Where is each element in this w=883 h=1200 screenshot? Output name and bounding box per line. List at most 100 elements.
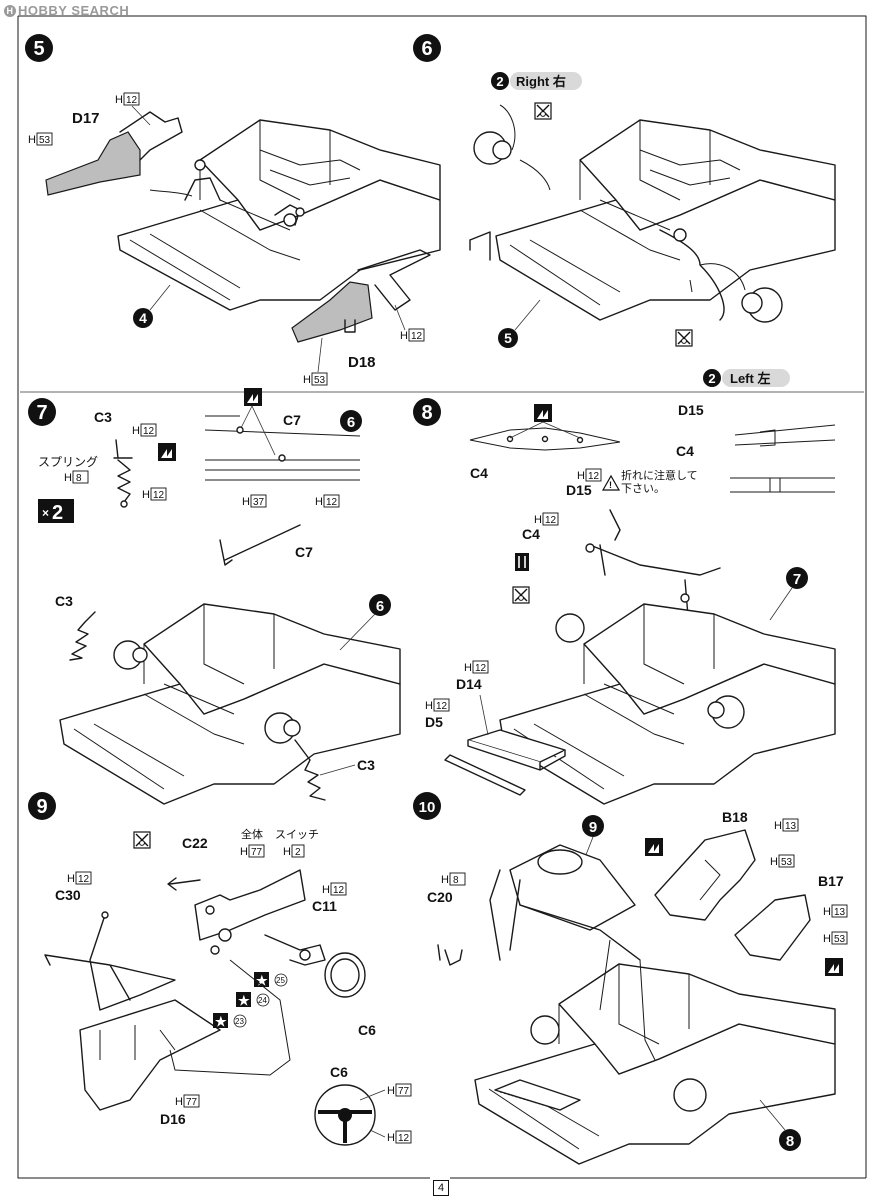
svg-text:13: 13 xyxy=(785,821,797,832)
svg-text:H: H xyxy=(387,1132,395,1144)
label-h12-s8c: H 12 xyxy=(464,660,489,674)
svg-text:12: 12 xyxy=(398,1133,410,1144)
seat-b17 xyxy=(734,894,811,961)
step-9-number: 9 xyxy=(36,796,47,818)
label-h13-b: H 13 xyxy=(823,904,848,918)
svg-text:6: 6 xyxy=(376,598,384,615)
svg-text:12: 12 xyxy=(126,95,138,106)
svg-text:53: 53 xyxy=(834,934,846,945)
label-c4-c: C4 xyxy=(522,526,540,542)
marker-23: ★ 23 xyxy=(213,1013,247,1029)
label-d18: D18 xyxy=(348,354,376,371)
part-d18 xyxy=(291,281,373,343)
step-10-number: 10 xyxy=(419,799,436,816)
svg-text:12: 12 xyxy=(545,515,557,526)
svg-text:77: 77 xyxy=(251,847,263,858)
label-h12-s9b: H 12 xyxy=(322,882,347,896)
part-d16 xyxy=(79,999,221,1111)
label-d15-b: D15 xyxy=(566,482,592,498)
svg-text:H: H xyxy=(387,1085,395,1097)
svg-text:23: 23 xyxy=(235,1017,244,1026)
svg-text:H: H xyxy=(115,94,123,106)
svg-text:H: H xyxy=(823,906,831,918)
svg-text:H: H xyxy=(175,1096,183,1108)
svg-text:H: H xyxy=(67,873,75,885)
svg-text:12: 12 xyxy=(436,701,448,712)
label-h53-s10a: H 53 xyxy=(770,854,795,868)
glue-icon xyxy=(534,102,552,120)
label-h12-s8b: H 12 xyxy=(534,512,559,526)
label-d17: D17 xyxy=(72,110,100,127)
svg-text:77: 77 xyxy=(186,1097,198,1108)
svg-text:H: H xyxy=(770,856,778,868)
svg-text:H: H xyxy=(577,470,585,482)
svg-text:8: 8 xyxy=(786,1133,794,1150)
svg-text:★: ★ xyxy=(238,993,250,1008)
step-7: 7 C3 H 12 スプリング H 8 H 12 × 2 C7 xyxy=(28,388,401,805)
label-b18: B18 xyxy=(722,809,748,825)
label-d15: D15 xyxy=(678,402,704,418)
svg-text:13: 13 xyxy=(834,907,846,918)
label-h12-s8d: H 12 xyxy=(425,698,450,712)
svg-text:12: 12 xyxy=(143,426,155,437)
svg-text:H: H xyxy=(400,330,408,342)
svg-text:H: H xyxy=(315,496,323,508)
label-h12-b: H 12 xyxy=(400,328,425,342)
label-h77-a: H 77 xyxy=(240,844,265,858)
svg-text:×: × xyxy=(42,506,49,520)
svg-text:6: 6 xyxy=(347,414,355,431)
marker-25: ★ 25 xyxy=(254,972,288,988)
step-5: 5 D17 H 53 H 12 D18 H xyxy=(25,34,441,386)
svg-text:12: 12 xyxy=(588,471,600,482)
label-d14: D14 xyxy=(456,676,482,692)
svg-text:2: 2 xyxy=(496,74,503,89)
label-h12-s9a: H 12 xyxy=(67,871,92,885)
label-c3-b: C3 xyxy=(55,593,73,609)
label-h8-s10: H 8 xyxy=(441,872,466,886)
svg-text:24: 24 xyxy=(258,996,267,1005)
label-h12-s9c: H 12 xyxy=(387,1130,412,1144)
label-h53-b: H 53 xyxy=(303,372,328,386)
svg-text:H: H xyxy=(303,374,311,386)
step-6-number: 6 xyxy=(421,38,432,60)
svg-text:2: 2 xyxy=(52,502,63,524)
label-c6: C6 xyxy=(358,1022,376,1038)
svg-text:53: 53 xyxy=(781,857,793,868)
svg-text:H: H xyxy=(322,884,330,896)
step-10: 10 9 B18 H 13 H 53 B17 H 13 xyxy=(413,792,848,1165)
svg-text:4: 4 xyxy=(139,310,147,326)
step-6: 6 2 Right 右 2 Left 左 5 xyxy=(413,34,836,387)
part-d5 xyxy=(444,754,526,796)
svg-text:37: 37 xyxy=(253,497,265,508)
label-h2: H 2 xyxy=(283,844,305,858)
label-c11: C11 xyxy=(312,898,337,914)
label-switch: スイッチ xyxy=(275,828,319,841)
marker-24: ★ 24 xyxy=(236,992,270,1008)
svg-text:77: 77 xyxy=(398,1086,410,1097)
seat-b18 xyxy=(654,829,756,921)
step-5-number: 5 xyxy=(33,38,44,60)
label-d5: D5 xyxy=(425,714,443,730)
ref-step-4 xyxy=(133,308,153,328)
label-h12-s7c: H 12 xyxy=(315,494,340,508)
svg-text:25: 25 xyxy=(276,976,285,985)
svg-text:H: H xyxy=(441,874,449,886)
svg-text:H: H xyxy=(242,496,250,508)
label-c30: C30 xyxy=(55,887,81,903)
svg-text:H: H xyxy=(132,425,140,437)
svg-text:2: 2 xyxy=(708,371,715,386)
warning-icon xyxy=(601,474,621,491)
label-h12-s7a: H 12 xyxy=(132,423,157,437)
step-8-number: 8 xyxy=(421,402,432,424)
label-c7: C7 xyxy=(283,412,301,428)
label-whole: 全体 xyxy=(241,827,263,841)
label-c3-c: C3 xyxy=(357,757,375,773)
label-h53-s10b: H 53 xyxy=(823,931,848,945)
label-h53: H 53 xyxy=(28,132,53,146)
label-h77-b: H 77 xyxy=(175,1094,200,1108)
svg-text:★: ★ xyxy=(215,1014,227,1029)
label-c4-b: C4 xyxy=(676,443,694,459)
